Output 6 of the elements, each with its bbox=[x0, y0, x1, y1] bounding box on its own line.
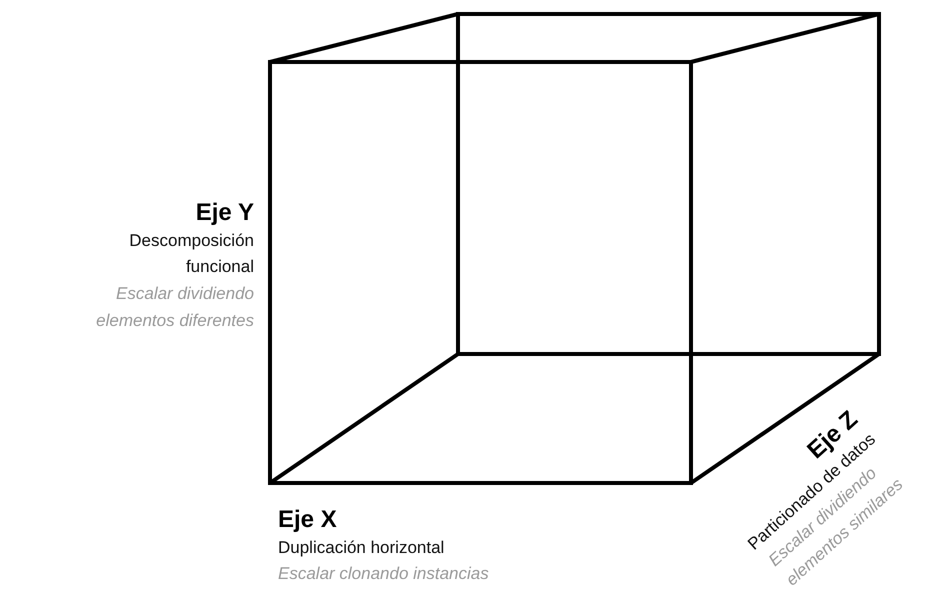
axis-title: Eje X bbox=[278, 505, 337, 535]
axis-note: Escalar dividiendo elementos diferentes bbox=[95, 283, 254, 332]
axis-title: Eje Y bbox=[196, 198, 254, 228]
axis-description: Descomposición funcional bbox=[128, 230, 254, 278]
axis-description: Duplicación horizontal bbox=[278, 537, 444, 559]
axis-note: Escalar clonando instancias bbox=[278, 563, 489, 585]
